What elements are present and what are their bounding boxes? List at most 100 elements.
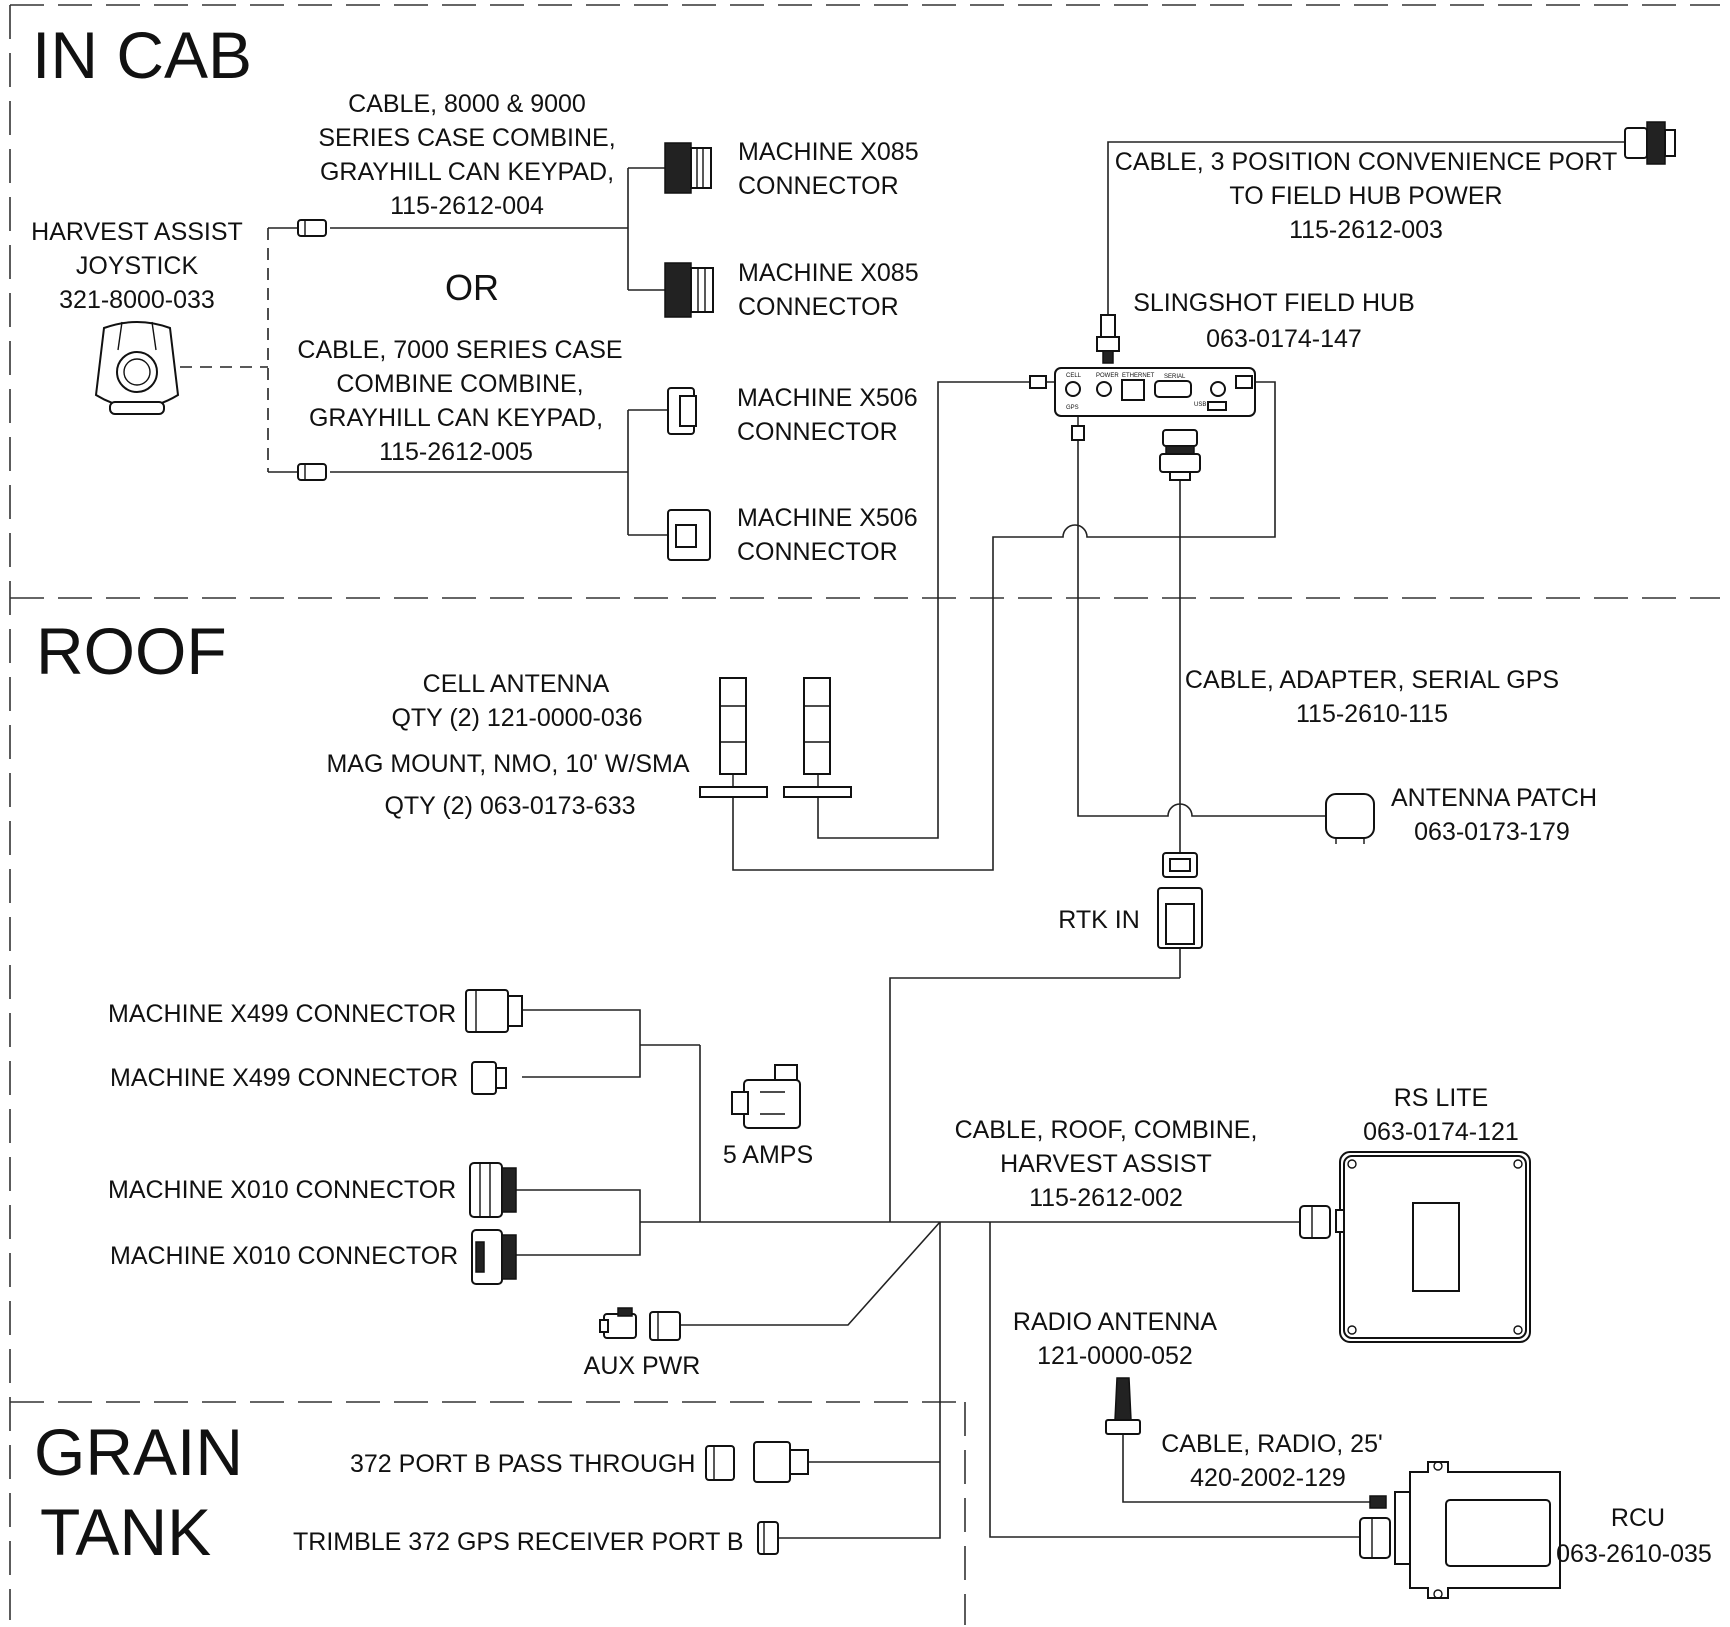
field-hub-label-2: 063-0174-147 — [1206, 325, 1362, 353]
cable-8000-label-4: 115-2612-004 — [390, 192, 544, 220]
antenna-patch-icon — [1325, 793, 1375, 844]
cable-8000-label-3: GRAYHILL CAN KEYPAD, — [320, 158, 614, 186]
x499-connector-b-icon — [471, 1061, 507, 1095]
serial-gps-label-1: CABLE, ADAPTER, SERIAL GPS — [1185, 666, 1559, 694]
field-hub-icon: CELL POWER ETHERNET SERIAL GPS USB — [1054, 367, 1256, 417]
trimble-port-b-connector-icon — [757, 1521, 779, 1555]
hub-label-ethernet: ETHERNET — [1122, 373, 1155, 379]
x085-connector-b-icon — [664, 262, 714, 318]
roof-cable-label-2: HARVEST ASSIST — [1000, 1150, 1212, 1178]
x499-a-label: MACHINE X499 CONNECTOR — [108, 1000, 456, 1028]
x085-connector-a-icon — [664, 142, 712, 194]
hub-power-plug-icon — [1096, 314, 1120, 364]
rtk-in-label: RTK IN — [1058, 906, 1140, 934]
convenience-port-label-2: TO FIELD HUB POWER — [1229, 182, 1502, 210]
cable-8000-label-2: SERIES CASE COMBINE, — [318, 124, 615, 152]
trimble-port-b-label: TRIMBLE 372 GPS RECEIVER PORT B — [293, 1528, 744, 1556]
x010-connector-b-icon — [471, 1229, 517, 1285]
cable-8000-label-1: CABLE, 8000 & 9000 — [348, 90, 586, 118]
joystick-connector-bottom-icon — [297, 463, 327, 481]
mag-mount-label-2: QTY (2) 063-0173-633 — [384, 792, 635, 820]
rtk-in-connector-icon — [1157, 887, 1203, 949]
cable-7000-label-4: 115-2612-005 — [379, 438, 533, 466]
roof-cable-label-3: 115-2612-002 — [1029, 1184, 1183, 1212]
cell-antenna-label-2: QTY (2) 121-0000-036 — [391, 704, 642, 732]
cell-antenna-b-icon — [783, 677, 852, 798]
cable-7000-label-1: CABLE, 7000 SERIES CASE — [297, 336, 622, 364]
radio-antenna-icon — [1105, 1377, 1141, 1435]
rcu-icon — [1394, 1461, 1561, 1599]
x085-b-label-2: CONNECTOR — [738, 293, 899, 321]
rcu-plug-icon — [1359, 1517, 1391, 1559]
x085-a-label-1: MACHINE X085 — [738, 138, 919, 166]
zone-tank: TANK — [40, 1495, 211, 1569]
fuse-holder-icon — [731, 1064, 801, 1129]
antenna-patch-label-1: ANTENNA PATCH — [1391, 784, 1597, 812]
x085-b-label-1: MACHINE X085 — [738, 259, 919, 287]
hub-right-sma-icon — [1235, 375, 1253, 389]
roof-cable-label-1: CABLE, ROOF, COMBINE, — [955, 1116, 1258, 1144]
x506-b-label-1: MACHINE X506 — [737, 504, 918, 532]
zone-grain: GRAIN — [34, 1415, 243, 1489]
serial-gps-plug-icon — [1159, 429, 1201, 481]
aux-pwr-connector-icon — [649, 1311, 681, 1341]
zone-borders — [9, 4, 1720, 1625]
x010-connector-a-icon — [469, 1162, 517, 1218]
cable-7000-label-3: GRAYHILL CAN KEYPAD, — [309, 404, 603, 432]
hub-label-cell: CELL — [1066, 373, 1082, 379]
labels: HARVEST ASSIST JOYSTICK 321-8000-033 CAB… — [31, 90, 1712, 1568]
radio-antenna-label-1: RADIO ANTENNA — [1013, 1308, 1218, 1336]
hub-gps-sma-icon — [1071, 416, 1085, 441]
hub-label-gps: GPS — [1066, 405, 1079, 411]
rs-lite-plug-icon — [1299, 1205, 1331, 1239]
rcu-radio-port-icon — [1369, 1495, 1387, 1509]
joystick-label-2: JOYSTICK — [76, 252, 199, 280]
port-b-pass-label: 372 PORT B PASS THROUGH — [350, 1450, 695, 1478]
rtk-plug-icon — [1162, 852, 1198, 878]
port-b-pass-plug-icon — [705, 1445, 735, 1481]
hub-label-serial: SERIAL — [1164, 374, 1186, 380]
or-label: OR — [445, 267, 499, 308]
field-hub-label-1: SLINGSHOT FIELD HUB — [1133, 289, 1415, 317]
x506-a-label-2: CONNECTOR — [737, 418, 898, 446]
port-b-pass-connector-icon — [753, 1441, 809, 1483]
x499-connector-a-icon — [465, 989, 523, 1033]
hub-left-sma-icon — [1029, 375, 1055, 389]
rcu-label-1: RCU — [1611, 1504, 1665, 1532]
cell-antenna-a-icon — [699, 677, 768, 798]
cell-antenna-label-1: CELL ANTENNA — [423, 670, 610, 698]
x506-b-label-2: CONNECTOR — [737, 538, 898, 566]
convenience-port-label-1: CABLE, 3 POSITION CONVENIENCE PORT — [1115, 148, 1617, 176]
rs-lite-label-1: RS LITE — [1394, 1084, 1488, 1112]
fuse-label: 5 AMPS — [723, 1141, 813, 1169]
joystick-label-1: HARVEST ASSIST — [31, 218, 243, 246]
radio-cable-label-2: 420-2002-129 — [1190, 1464, 1346, 1492]
rs-lite-icon — [1335, 1151, 1531, 1343]
convenience-port-label-3: 115-2612-003 — [1289, 216, 1443, 244]
x499-b-label: MACHINE X499 CONNECTOR — [110, 1064, 458, 1092]
mag-mount-label-1: MAG MOUNT, NMO, 10' W/SMA — [326, 750, 689, 778]
cable-7000-label-2: COMBINE COMBINE, — [336, 370, 583, 398]
convenience-port-icon — [1624, 121, 1676, 165]
zone-in-cab: IN CAB — [32, 18, 252, 92]
hub-label-power: POWER — [1096, 373, 1119, 379]
rcu-label-2: 063-2610-035 — [1556, 1540, 1712, 1568]
radio-cable-label-1: CABLE, RADIO, 25' — [1161, 1430, 1383, 1458]
x506-a-label-1: MACHINE X506 — [737, 384, 918, 412]
x010-b-label: MACHINE X010 CONNECTOR — [110, 1242, 458, 1270]
joystick-label-3: 321-8000-033 — [59, 286, 215, 314]
wires — [180, 141, 1625, 1539]
radio-antenna-label-2: 121-0000-052 — [1037, 1342, 1193, 1370]
serial-gps-label-2: 115-2610-115 — [1296, 700, 1448, 728]
hub-label-usb: USB — [1194, 402, 1206, 408]
aux-pwr-plug-icon — [599, 1307, 637, 1339]
x010-a-label: MACHINE X010 CONNECTOR — [108, 1176, 456, 1204]
antenna-patch-label-2: 063-0173-179 — [1414, 818, 1570, 846]
aux-pwr-label: AUX PWR — [584, 1352, 701, 1380]
joystick-icon — [94, 321, 180, 415]
x085-a-label-2: CONNECTOR — [738, 172, 899, 200]
x506-connector-a-icon — [667, 387, 697, 435]
x506-connector-b-icon — [667, 509, 711, 561]
joystick-connector-top-icon — [297, 219, 327, 237]
